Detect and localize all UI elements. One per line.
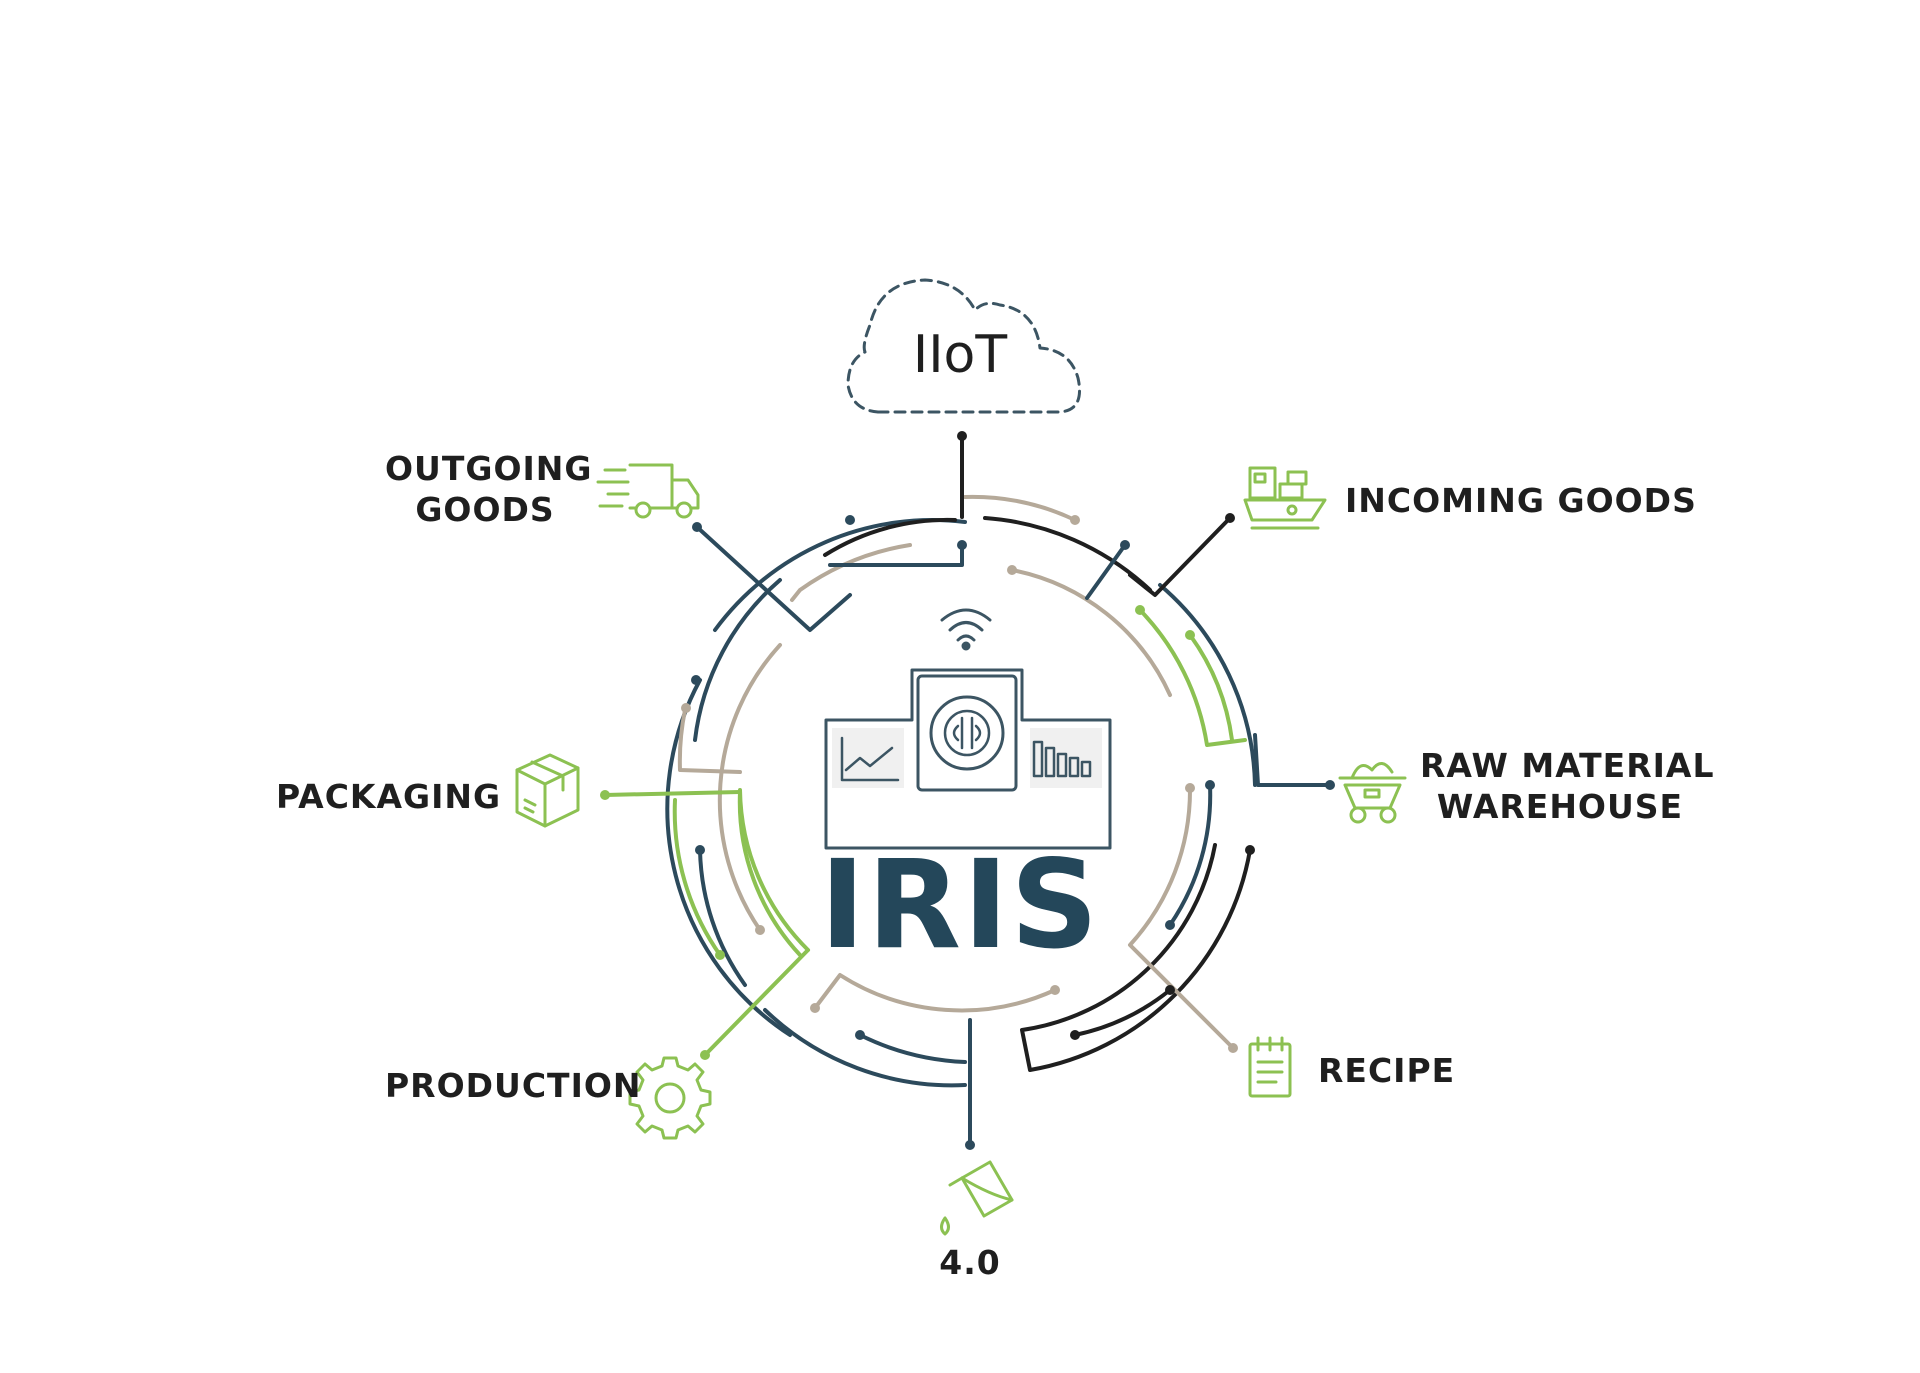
ring-inner-navy (698, 848, 747, 987)
connector-incoming-goods (1128, 516, 1232, 597)
node-production-label: PRODUCTION (385, 1066, 642, 1105)
spoke-connectors (600, 431, 1335, 1150)
connector-raw-material (1253, 733, 1332, 787)
ring-green (672, 798, 722, 957)
ring-tan (1010, 568, 1172, 697)
ring-tan (677, 708, 742, 774)
ring-tan (717, 643, 782, 932)
notepad-icon (1248, 1036, 1292, 1098)
iris-machine (824, 608, 1112, 850)
cargo-ship-icon (1243, 466, 1327, 530)
connector-packaging (603, 790, 742, 797)
iiot-label: IIoT (912, 325, 1008, 385)
node-raw-material-warehouse-label: RAW MATERIAL WAREHOUSE (1420, 746, 1715, 826)
cloud-icon (846, 278, 1081, 414)
node-incoming-goods-label: INCOMING GOODS (1345, 481, 1697, 520)
ring-inner-navy (693, 578, 782, 742)
ring-green (1138, 608, 1247, 747)
node-outgoing-goods-label: OUTGOING GOODS (385, 449, 593, 529)
ring-outer-navy (763, 1008, 967, 1088)
mine-cart-icon (1338, 762, 1407, 824)
ring-dark (1073, 988, 1172, 1037)
bar-chart-icon (1032, 740, 1092, 778)
ring-inner-navy (1168, 783, 1213, 927)
node-recipe-label: RECIPE (1318, 1051, 1456, 1090)
ring-dark (983, 516, 1152, 592)
node-packaging-label: PACKAGING (276, 777, 502, 816)
iris-title: IRIS (819, 834, 1101, 976)
ring-tan (963, 494, 1077, 522)
connector-production (703, 948, 810, 1057)
ring-dark (1020, 843, 1252, 1072)
connector-outgoing-goods (695, 525, 852, 632)
ring-outer-navy (665, 678, 792, 1037)
brain-gear-icon (929, 695, 1005, 771)
ring-dark (823, 517, 957, 557)
ring-green (1188, 633, 1234, 742)
gear-icon (628, 1056, 712, 1140)
line-chart-icon (840, 736, 900, 782)
ring-tan (1128, 786, 1232, 1047)
paint-bucket-icon (940, 1160, 1014, 1236)
wifi-icon (940, 608, 992, 651)
delivery-truck-icon (596, 463, 700, 519)
package-box-icon (515, 753, 580, 828)
ring-tan (813, 973, 1057, 1013)
ring-tan (790, 543, 912, 602)
node-industry-label: 4.0 (939, 1243, 1001, 1282)
ring-inner-navy (858, 1033, 967, 1064)
ring-outer-navy (1158, 583, 1257, 787)
